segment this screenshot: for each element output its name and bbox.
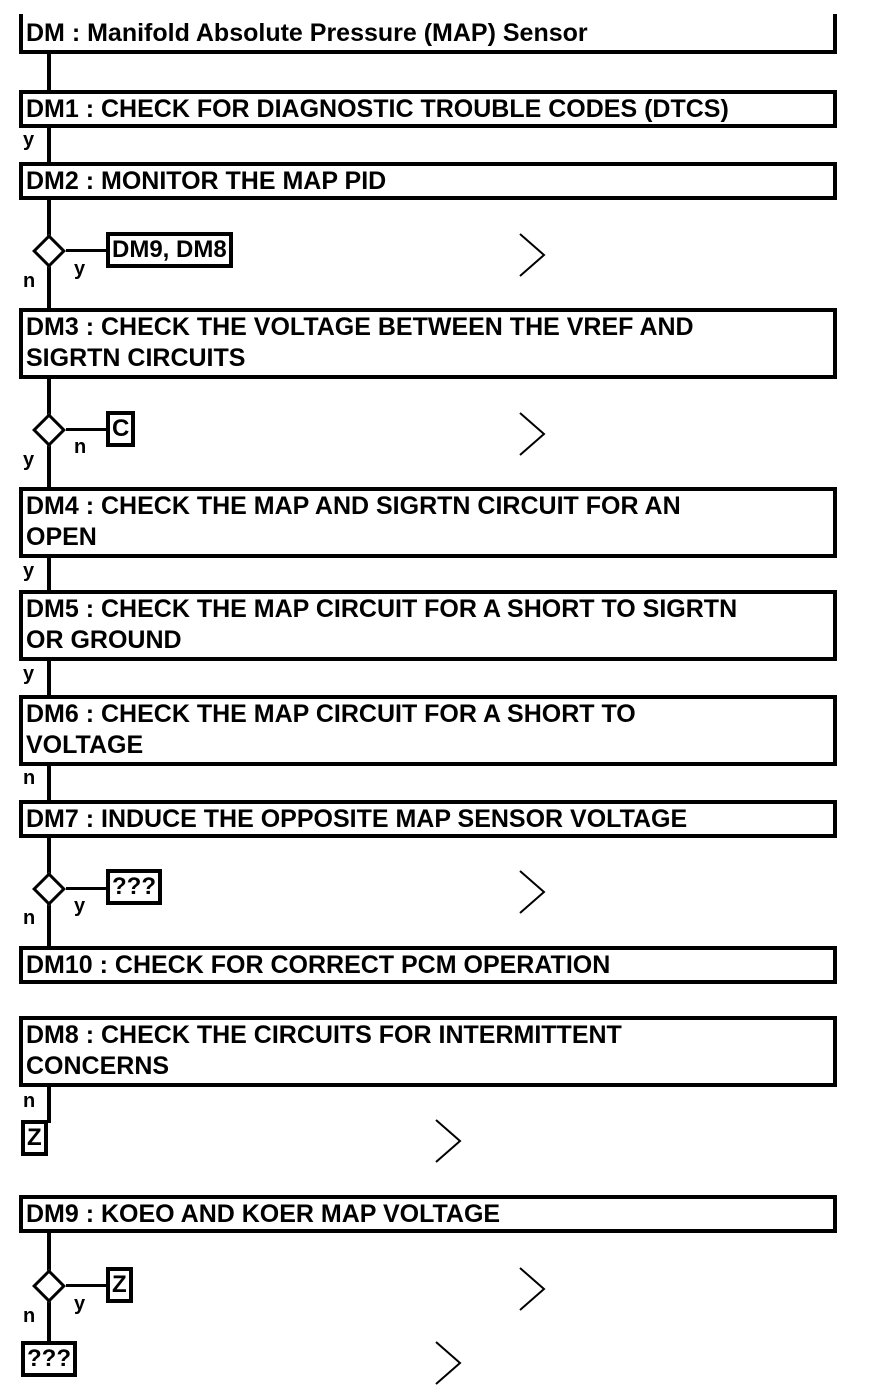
- step-dm5: DM5 : CHECK THE MAP CIRCUIT FOR A SHORT …: [19, 590, 837, 661]
- step-dm4-line1: DM4 : CHECK THE MAP AND SIGRTN CIRCUIT F…: [26, 492, 681, 520]
- chevron-right-icon: [435, 1119, 462, 1163]
- yes-label: y: [23, 129, 35, 151]
- step-dm8-line2: CONCERNS: [26, 1052, 170, 1080]
- decision-diamond: [32, 413, 66, 447]
- connector: [47, 766, 51, 802]
- step-dm4: DM4 : CHECK THE MAP AND SIGRTN CIRCUIT F…: [19, 487, 837, 558]
- step-dm3: DM3 : CHECK THE VOLTAGE BETWEEN THE VREF…: [19, 308, 837, 379]
- step-dm9-text: DM9 : KOEO AND KOER MAP VOLTAGE: [26, 1200, 501, 1228]
- connector: [66, 1284, 108, 1287]
- step-dm2: DM2 : MONITOR THE MAP PID: [19, 162, 837, 200]
- step-dm6-line1: DM6 : CHECK THE MAP CIRCUIT FOR A SHORT …: [26, 700, 636, 728]
- chevron-right-icon: [519, 233, 546, 277]
- step-dm5-line1: DM5 : CHECK THE MAP CIRCUIT FOR A SHORT …: [26, 595, 738, 623]
- step-dm7-text: DM7 : INDUCE THE OPPOSITE MAP SENSOR VOL…: [26, 805, 688, 833]
- step-dm6: DM6 : CHECK THE MAP CIRCUIT FOR A SHORT …: [19, 695, 837, 766]
- diagram-title-text: DM : Manifold Absolute Pressure (MAP) Se…: [26, 19, 588, 47]
- branch-target-c[interactable]: C: [106, 411, 136, 447]
- connector: [47, 54, 51, 92]
- branch-target-z[interactable]: Z: [21, 1120, 48, 1156]
- connector: [66, 428, 108, 431]
- connector: [47, 1087, 51, 1123]
- branch-target-dm9-dm8[interactable]: DM9, DM8: [106, 232, 233, 268]
- no-label: n: [23, 907, 36, 929]
- step-dm2-text: DM2 : MONITOR THE MAP PID: [26, 167, 387, 195]
- chevron-right-icon: [435, 1341, 462, 1385]
- yes-label: y: [74, 258, 86, 280]
- decision-diamond: [32, 1269, 66, 1303]
- step-dm3-line2: SIGRTN CIRCUITS: [26, 344, 246, 372]
- connector: [47, 128, 51, 164]
- decision-diamond: [32, 234, 66, 268]
- chevron-right-icon: [519, 412, 546, 456]
- no-label: n: [74, 436, 87, 458]
- yes-label: y: [74, 1293, 86, 1315]
- branch-target-unknown[interactable]: ???: [106, 869, 162, 905]
- connector: [66, 249, 108, 252]
- yes-label: y: [74, 895, 86, 917]
- step-dm10-text: DM10 : CHECK FOR CORRECT PCM OPERATION: [26, 951, 611, 979]
- no-label: n: [23, 270, 36, 292]
- step-dm1: DM1 : CHECK FOR DIAGNOSTIC TROUBLE CODES…: [19, 90, 837, 128]
- yes-label: y: [23, 663, 35, 685]
- branch-target-unknown[interactable]: ???: [21, 1341, 77, 1377]
- no-label: n: [23, 1305, 36, 1327]
- no-label: n: [23, 767, 36, 789]
- step-dm3-line1: DM3 : CHECK THE VOLTAGE BETWEEN THE VREF…: [26, 313, 694, 341]
- connector: [66, 887, 108, 890]
- chevron-right-icon: [519, 1267, 546, 1311]
- connector: [47, 558, 51, 592]
- decision-diamond: [32, 872, 66, 906]
- no-label: n: [23, 1090, 36, 1112]
- step-dm9: DM9 : KOEO AND KOER MAP VOLTAGE: [19, 1195, 837, 1233]
- step-dm7: DM7 : INDUCE THE OPPOSITE MAP SENSOR VOL…: [19, 800, 837, 838]
- step-dm1-text: DM1 : CHECK FOR DIAGNOSTIC TROUBLE CODES…: [26, 95, 729, 123]
- chevron-right-icon: [519, 870, 546, 914]
- diagram-title: DM : Manifold Absolute Pressure (MAP) Se…: [19, 14, 837, 54]
- step-dm10: DM10 : CHECK FOR CORRECT PCM OPERATION: [19, 946, 837, 984]
- connector: [47, 661, 51, 697]
- yes-label: y: [23, 449, 35, 471]
- step-dm5-line2: OR GROUND: [26, 626, 182, 654]
- step-dm8-line1: DM8 : CHECK THE CIRCUITS FOR INTERMITTEN…: [26, 1021, 622, 1049]
- step-dm8: DM8 : CHECK THE CIRCUITS FOR INTERMITTEN…: [19, 1016, 837, 1087]
- branch-target-z[interactable]: Z: [106, 1267, 133, 1303]
- step-dm6-line2: VOLTAGE: [26, 731, 144, 759]
- yes-label: y: [23, 560, 35, 582]
- step-dm4-line2: OPEN: [26, 523, 97, 551]
